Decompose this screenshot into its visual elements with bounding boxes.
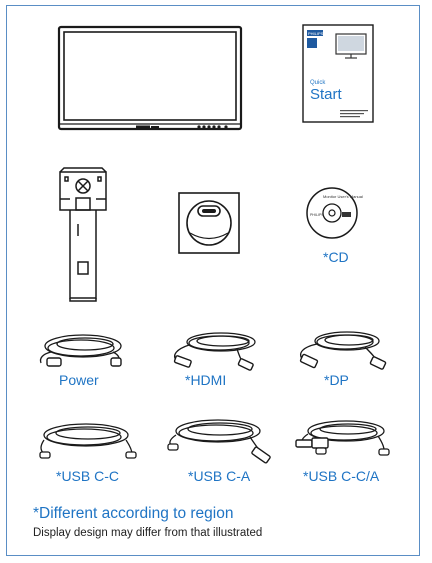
usb-c-c-cable-icon	[28, 418, 138, 462]
cd-label: *CD	[323, 249, 349, 265]
power-cable-icon	[33, 328, 125, 370]
region-note-subtext: Display design may differ from that illu…	[33, 527, 263, 539]
dp-cable-icon	[289, 327, 389, 373]
quick-start-guide-illustration: PHILIPS Quick Start	[302, 24, 374, 124]
usb-c-a-cable-icon	[158, 415, 271, 465]
stand-illustration	[56, 166, 116, 304]
hdmi-cable-icon	[163, 327, 263, 373]
usb-c-c-a-label: *USB C-C/A	[303, 468, 380, 484]
quick-start-small: Quick	[310, 80, 326, 86]
cd-illustration: Monitor User's Manual PHILIPS	[305, 186, 363, 240]
dp-label: *DP	[324, 372, 349, 388]
base-illustration	[178, 192, 240, 254]
usb-c-c-a-cable-icon	[286, 416, 396, 466]
power-label: Power	[59, 372, 99, 388]
quick-start-brand: PHILIPS	[308, 31, 324, 36]
usb-c-a-label: *USB C-A	[188, 468, 251, 484]
quick-start-title: Start	[310, 86, 343, 103]
cd-title: Monitor User's Manual	[323, 194, 363, 199]
hdmi-label: *HDMI	[185, 372, 227, 388]
region-note-heading: *Different according to region	[33, 505, 234, 522]
usb-c-c-label: *USB C-C	[56, 468, 120, 484]
monitor-illustration	[56, 24, 246, 136]
cd-brand: PHILIPS	[310, 213, 324, 217]
